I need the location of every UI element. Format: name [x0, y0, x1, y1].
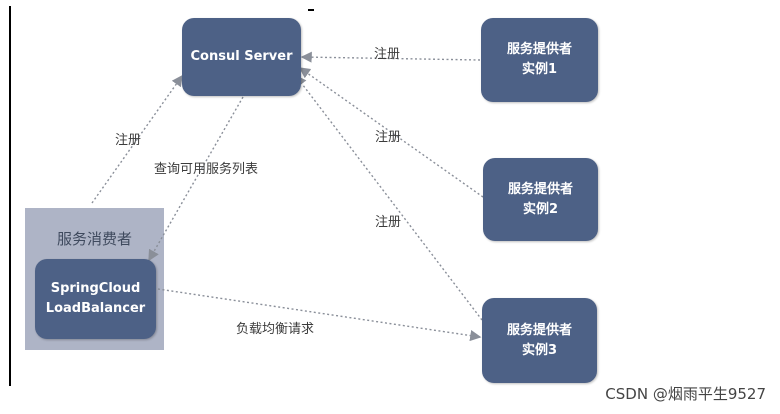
- provider-instance-2-node: 服务提供者 实例2: [483, 158, 598, 241]
- provider-instance-3-node: 服务提供者 实例3: [482, 298, 597, 383]
- top-dash-mark: [308, 9, 314, 11]
- edge-label-register-provider1: 注册: [374, 47, 401, 62]
- edge-register-provider2: [298, 67, 484, 198]
- lb-label-line2: LoadBalancer: [45, 301, 146, 316]
- provider1-label-line2: 实例1: [521, 62, 558, 77]
- loadbalancer-node: SpringCloud LoadBalancer: [35, 259, 156, 339]
- edge-query-list: [148, 96, 244, 262]
- provider3-label-line2: 实例3: [521, 342, 558, 358]
- edge-lb-request: [157, 288, 482, 342]
- edge-label-register-provider2: 注册: [375, 130, 402, 145]
- edge-label-register-provider3: 注册: [375, 215, 402, 230]
- provider1-label-line1: 服务提供者: [506, 42, 572, 57]
- left-border-line: [9, 6, 11, 386]
- provider2-label-line2: 实例2: [522, 201, 559, 217]
- consumer-group-label: 服务消费者: [56, 230, 132, 248]
- edge-label-register-consumer: 注册: [115, 133, 142, 148]
- provider3-label-line1: 服务提供者: [506, 322, 572, 338]
- edge-register-consumer: [91, 74, 183, 204]
- edge-register-provider3: [295, 74, 483, 321]
- provider2-label-line1: 服务提供者: [507, 181, 573, 197]
- provider-instance-1-node: 服务提供者 实例1: [481, 18, 598, 102]
- consul-server-label: Consul Server: [190, 49, 293, 64]
- edge-label-query-list: 查询可用服务列表: [154, 162, 259, 177]
- lb-label-line1: SpringCloud: [50, 281, 141, 296]
- watermark-text: CSDN @烟雨平生9527: [605, 385, 766, 403]
- edge-label-lb-request: 负载均衡请求: [236, 322, 315, 337]
- consul-server-node: Consul Server: [182, 18, 301, 96]
